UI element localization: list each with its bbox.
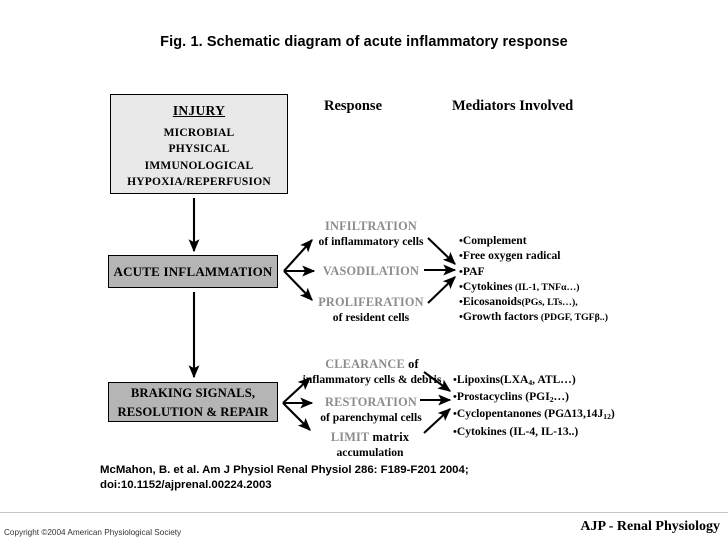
mediator-item: •Cytokines (IL-1, TNFα…) (459, 280, 608, 295)
box-acute-inflammation: ACUTE INFLAMMATION (108, 255, 278, 288)
mediator-item: •Lipoxins(LXA4, ATL…) (453, 373, 615, 390)
footer-divider (0, 512, 728, 513)
response-proliferation-sub: of resident cells (332, 311, 410, 324)
response-restoration: RESTORATION of parenchymal cells (286, 393, 456, 424)
mediators-list-upper: •Complement •Free oxygen radical •PAF •C… (459, 234, 608, 326)
box-injury-line-3: IMMUNOLOGICAL (144, 159, 254, 172)
response-infiltration-keyword: INFILTRATION (325, 219, 417, 233)
mediator-item: •Cyclopentanones (PGΔ13,14J12) (453, 407, 615, 424)
mediator-main: Cytokines (IL-4, IL-13..) (456, 424, 579, 438)
mediator-item: •Growth factors (PDGF, TGFβ..) (459, 310, 608, 325)
response-clearance-tail: of (404, 357, 419, 371)
response-restoration-keyword: RESTORATION (325, 395, 417, 409)
box-injury-line-1: MICROBIAL (163, 126, 235, 139)
response-clearance-keyword: CLEARANCE (325, 357, 405, 371)
citation-line-2: doi:10.1152/ajprenal.00224.2003 (100, 479, 272, 491)
figure-title: Fig. 1. Schematic diagram of acute infla… (160, 34, 568, 50)
response-infiltration: INFILTRATION of inflammatory cells (296, 217, 446, 248)
response-proliferation: PROLIFERATION of resident cells (296, 293, 446, 324)
bullet-icon: • (459, 311, 463, 324)
mediator-main: Cyclopentanones (PGΔ13,14J (456, 407, 604, 421)
mediator-item: •Cytokines (IL-4, IL-13..) (453, 425, 615, 442)
citation-line-1: McMahon, B. et al. Am J Physiol Renal Ph… (100, 464, 469, 476)
mediator-main: PAF (462, 264, 485, 278)
box-braking-line-1: BRAKING SIGNALS, (130, 386, 256, 400)
bullet-icon: • (453, 391, 457, 404)
mediator-sub: 4 (528, 377, 533, 387)
journal-name: AJP - Renal Physiology (580, 519, 720, 534)
response-infiltration-sub: of inflammatory cells (318, 235, 424, 248)
mediator-sub: 2 (549, 395, 554, 405)
box-injury: INJURY MICROBIAL PHYSICAL IMMUNOLOGICAL … (110, 94, 288, 194)
response-limit-sub: accumulation (336, 446, 404, 459)
box-injury-line-2: PHYSICAL (168, 143, 230, 155)
mediator-after: …) (553, 390, 569, 404)
mediator-after: ) (610, 407, 615, 421)
box-injury-line-4: HYPOXIA/REPERFUSION (127, 176, 271, 188)
mediator-sub: 12 (603, 412, 611, 422)
bullet-icon: • (453, 425, 457, 438)
mediator-item: •Prostacyclins (PGI2…) (453, 390, 615, 407)
citation: McMahon, B. et al. Am J Physiol Renal Ph… (100, 463, 469, 493)
bullet-icon: • (453, 374, 457, 386)
bullet-icon: • (459, 265, 463, 278)
mediator-main: Eicosanoids (462, 295, 522, 309)
mediator-main: Cytokines (462, 279, 513, 293)
box-injury-header: INJURY (172, 103, 226, 118)
mediator-detail: (PDGF, TGFβ..) (538, 312, 608, 324)
response-proliferation-keyword: PROLIFERATION (318, 295, 424, 309)
bullet-icon: • (453, 408, 457, 421)
mediator-item: •PAF (459, 265, 608, 280)
bullet-icon: • (459, 235, 463, 247)
box-braking-line-2: RESOLUTION & REPAIR (117, 405, 269, 419)
mediator-item: •Eicosanoids(PGs, LTs…), (459, 295, 608, 310)
mediator-main: Complement (462, 234, 527, 247)
mediator-main: Prostacyclins (PGI (456, 390, 550, 404)
copyright-notice: Copyright ©2004 American Physiological S… (4, 528, 182, 537)
column-header-mediators: Mediators Involved (452, 98, 574, 114)
mediators-list-lower: •Lipoxins(LXA4, ATL…) •Prostacyclins (PG… (453, 373, 615, 442)
response-limit: LIMIT matrix accumulation (290, 428, 450, 459)
mediator-main: Free oxygen radical (462, 249, 561, 263)
bullet-icon: • (459, 280, 463, 293)
response-restoration-sub: of parenchymal cells (320, 411, 422, 424)
response-clearance-sub: inflammatory cells & debris (302, 373, 442, 386)
column-header-response: Response (324, 98, 383, 114)
bullet-icon: • (459, 296, 463, 309)
mediator-item: •Free oxygen radical (459, 249, 608, 264)
mediator-main: Lipoxins(LXA (456, 373, 529, 386)
response-limit-keyword: LIMIT (330, 430, 370, 444)
box-braking-signals: BRAKING SIGNALS, RESOLUTION & REPAIR (108, 382, 278, 422)
mediator-item: •Complement (459, 234, 608, 249)
response-vasodilation-keyword: VASODILATION (322, 264, 420, 278)
mediator-detail: (PGs, LTs…), (521, 297, 578, 309)
mediator-after: , ATL…) (532, 373, 576, 386)
bullet-icon: • (459, 250, 463, 263)
response-limit-tail: matrix (369, 430, 410, 444)
response-clearance: CLEARANCE of inflammatory cells & debris (282, 355, 462, 386)
mediator-detail: (IL-1, TNFα…) (512, 281, 580, 293)
response-vasodilation: VASODILATION (296, 262, 446, 280)
mediator-main: Growth factors (462, 310, 539, 324)
